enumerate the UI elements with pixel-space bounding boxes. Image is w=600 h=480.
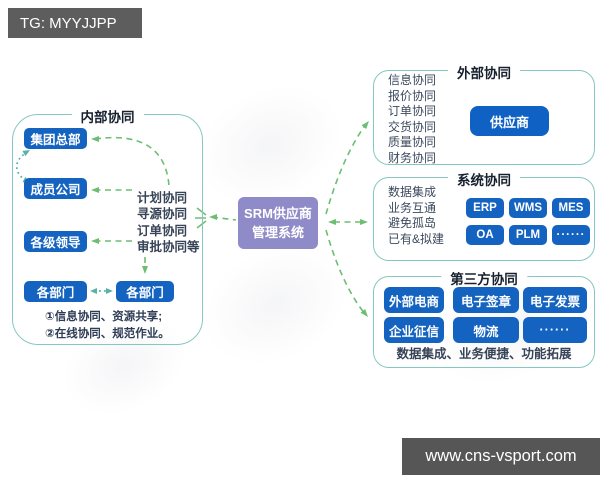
erp-button[interactable]: ERP xyxy=(466,198,504,218)
srm-center-box[interactable]: SRM供应商 管理系统 xyxy=(238,197,318,249)
wms-button[interactable]: WMS xyxy=(509,198,547,218)
node-leaders[interactable]: 各级领导 xyxy=(24,231,87,252)
external-item: 信息协同 xyxy=(388,73,437,87)
node-department-right[interactable]: 各部门 xyxy=(116,281,174,302)
system-item: 数据集成 xyxy=(388,185,437,199)
thirdparty-panel-title: 第三方协同 xyxy=(441,268,527,288)
system-item: 业务互通 xyxy=(388,200,437,215)
note-line: ①信息协同、资源共享; xyxy=(45,311,163,323)
internal-panel: 内部协同 xyxy=(12,106,203,345)
oa-button[interactable]: OA xyxy=(466,225,504,245)
tg-badge: TG: MYYJJPP xyxy=(8,8,142,38)
internal-panel-title: 内部协同 xyxy=(71,106,144,126)
hub-item: 审批协同等 xyxy=(137,240,200,255)
external-item: 交货协同 xyxy=(388,119,437,134)
external-ecommerce-button[interactable]: 外部电商 xyxy=(384,287,444,313)
more-systems-button[interactable]: ······ xyxy=(552,225,590,245)
thirdparty-panel: 第三方协同 外部电商 电子签章 电子发票 企业征信 物流 ······ 数据集成… xyxy=(373,268,595,368)
arrow-center-to-external xyxy=(325,121,369,215)
arrow-center-to-thirdparty xyxy=(325,229,368,317)
hub-item: 订单协同 xyxy=(137,223,188,238)
external-item: 质量协同 xyxy=(388,135,437,149)
tg-badge-text: TG: MYYJJPP xyxy=(20,14,117,32)
srm-title-line1: SRM供应商 xyxy=(244,206,312,221)
system-item: 已有&拟建 xyxy=(388,231,445,246)
node-department-left[interactable]: 各部门 xyxy=(24,281,87,302)
hub-item: 寻源协同 xyxy=(137,207,188,222)
external-item-list: 信息协同 报价协同 订单协同 交货协同 质量协同 财务协同 xyxy=(388,73,436,166)
url-bar: www.cns-vsport.com xyxy=(402,438,600,475)
e-signature-button[interactable]: 电子签章 xyxy=(453,287,519,313)
external-panel: 外部协同 信息协同 报价协同 订单协同 交货协同 质量协同 财务协同 供应商 xyxy=(373,62,595,166)
srm-title-line2: 管理系统 xyxy=(251,225,304,240)
url-text: www.cns-vsport.com xyxy=(425,447,577,465)
arrow-center-to-system xyxy=(328,219,368,225)
external-item: 报价协同 xyxy=(388,88,437,103)
internal-hub-list: 计划协同 寻源协同 订单协同 审批协同等 xyxy=(137,190,200,256)
system-panel-title: 系统协同 xyxy=(448,169,520,189)
hub-item: 计划协同 xyxy=(137,191,188,205)
more-thirdparty-button[interactable]: ······ xyxy=(523,317,587,343)
plm-button[interactable]: PLM xyxy=(509,225,547,245)
system-panel: 系统协同 数据集成 业务互通 避免孤岛 已有&拟建 ERP WMS MES OA… xyxy=(373,169,595,261)
system-item-list: 数据集成 业务互通 避免孤岛 已有&拟建 xyxy=(388,185,444,247)
node-member-company[interactable]: 成员公司 xyxy=(24,178,87,199)
external-item: 财务协同 xyxy=(388,150,437,165)
thirdparty-footer-text: 数据集成、业务便捷、功能拓展 xyxy=(396,347,572,361)
external-item: 订单协同 xyxy=(388,104,437,118)
internal-notes: ①信息协同、资源共享; ②在线协同、规范作业。 xyxy=(45,309,170,343)
mes-button[interactable]: MES xyxy=(552,198,590,218)
note-line: ②在线协同、规范作业。 xyxy=(45,328,170,340)
e-invoice-button[interactable]: 电子发票 xyxy=(523,287,587,313)
supplier-button[interactable]: 供应商 xyxy=(470,106,549,136)
system-item: 避免孤岛 xyxy=(388,216,437,230)
node-group-hq[interactable]: 集团总部 xyxy=(24,128,87,149)
logistics-button[interactable]: 物流 xyxy=(453,317,519,343)
external-panel-title: 外部协同 xyxy=(448,62,520,82)
enterprise-credit-button[interactable]: 企业征信 xyxy=(384,317,444,343)
